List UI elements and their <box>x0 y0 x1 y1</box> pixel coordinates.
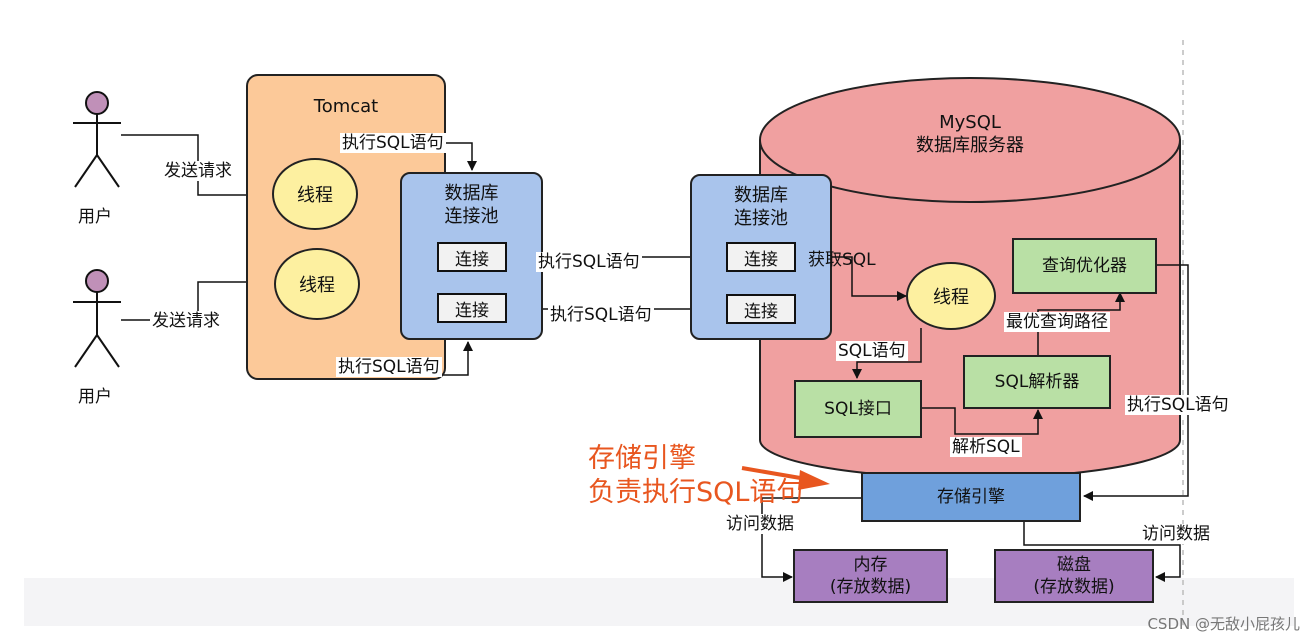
memory-label-2: (存放数据) <box>829 577 912 597</box>
mysql-title: MySQL 数据库服务器 <box>880 111 1060 157</box>
link-exec-sql-1: 执行SQL语句 <box>536 252 642 272</box>
annotation-line-1: 存储引擎 <box>588 443 696 474</box>
tomcat-exec-sql-bottom: 执行SQL语句 <box>336 357 442 377</box>
annotation-note: 存储引擎 负责执行SQL语句 <box>588 442 803 510</box>
arrow-exec-sql <box>1083 264 1189 501</box>
mysql-pool-title-2: 连接池 <box>734 208 788 229</box>
get-sql-label: 获取SQL <box>808 250 876 270</box>
query-optimizer-box: 查询优化器 <box>1012 238 1157 294</box>
disk-label-2: (存放数据) <box>1033 577 1115 597</box>
mysql-thread: 线程 <box>906 262 996 330</box>
client-pool-title-1: 数据库 <box>444 183 499 204</box>
arrow-sql-statement <box>852 328 922 379</box>
disk-box: 磁盘 (存放数据) <box>994 549 1154 603</box>
send-request-label-2: 发送请求 <box>150 311 222 331</box>
mysql-connection-2: 连接 <box>726 294 796 324</box>
sql-interface-box: SQL接口 <box>794 380 922 438</box>
disk-label-1: 磁盘 <box>1057 555 1091 575</box>
user-label-2: 用户 <box>78 387 112 407</box>
mysql-title-1: MySQL <box>939 112 1001 133</box>
user-label-1: 用户 <box>78 207 112 227</box>
tomcat-title: Tomcat <box>313 96 379 117</box>
tomcat-thread-1: 线程 <box>272 158 358 230</box>
user-figure-2 <box>73 269 121 368</box>
tomcat-exec-sql-top: 执行SQL语句 <box>340 133 446 153</box>
mysql-pool-title-1: 数据库 <box>734 185 788 206</box>
memory-box: 内存 (存放数据) <box>793 549 948 603</box>
best-path-label: 最优查询路径 <box>1004 312 1110 332</box>
link-exec-sql-2: 执行SQL语句 <box>548 305 654 325</box>
mysql-title-2: 数据库服务器 <box>916 135 1024 156</box>
tomcat-thread-2: 线程 <box>274 248 360 320</box>
annotation-arrowhead <box>798 470 830 490</box>
sql-parser-box: SQL解析器 <box>963 355 1111 409</box>
client-connection-2: 连接 <box>437 293 507 323</box>
sql-statement-label: SQL语句 <box>836 341 908 361</box>
storage-engine-box: 存储引擎 <box>861 472 1081 522</box>
annotation-line-2: 负责执行SQL语句 <box>588 477 804 508</box>
mysql-connection-1: 连接 <box>726 242 796 272</box>
arrow-parse-sql <box>921 407 1043 435</box>
arrow-access-disk <box>1023 522 1181 582</box>
watermark: CSDN @无敌小屁孩儿 <box>1147 615 1300 633</box>
exec-sql-label-right: 执行SQL语句 <box>1125 395 1231 415</box>
user-figure-1 <box>73 91 121 188</box>
access-data-left: 访问数据 <box>724 514 796 534</box>
memory-label-1: 内存 <box>853 555 888 575</box>
access-data-right: 访问数据 <box>1140 524 1212 544</box>
arrow-best-path <box>1037 292 1125 355</box>
arrow-access-memory <box>761 497 862 582</box>
client-connection-1: 连接 <box>437 242 507 272</box>
client-pool-title-2: 连接池 <box>444 206 499 227</box>
send-request-label-1: 发送请求 <box>162 161 234 181</box>
parse-sql-label: 解析SQL <box>950 437 1022 457</box>
